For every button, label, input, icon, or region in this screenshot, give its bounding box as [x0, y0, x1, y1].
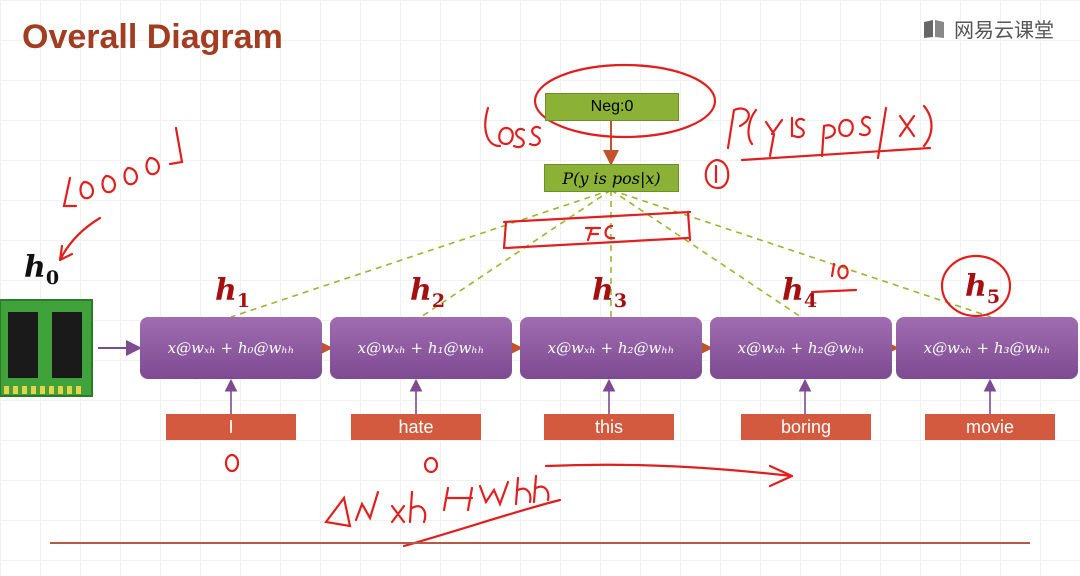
- brand-name: 网易云课堂: [954, 18, 1054, 42]
- h2-base: h: [410, 273, 432, 308]
- page-title: Overall Diagram: [22, 18, 283, 56]
- fc-lines: [230, 189, 992, 318]
- h2-sub: 2: [431, 290, 446, 312]
- word-input-2: hate: [351, 414, 481, 440]
- h0-sub: 0: [45, 267, 60, 289]
- rnn-cell-5: x@wₓₕ + h₃@wₕₕ: [896, 317, 1078, 379]
- h1-sub: 1: [236, 290, 251, 312]
- rnn-cell-2: x@wₓₕ + h₁@wₕₕ: [330, 317, 512, 379]
- brand-logo: 网易云课堂: [922, 14, 1054, 43]
- handwritten-annotations: [58, 63, 1012, 548]
- bottom-divider: [50, 542, 1030, 544]
- word-input-3: this: [544, 414, 674, 440]
- h3-label: h3: [592, 273, 627, 312]
- memory-chip-icon: [0, 299, 93, 397]
- h1-base: h: [215, 273, 237, 308]
- rnn-cell-4: x@wₓₕ + h₂@wₕₕ: [710, 317, 892, 379]
- word-input-4: boring: [741, 414, 871, 440]
- rnn-cell-3: x@wₓₕ + h₂@wₕₕ: [520, 317, 702, 379]
- word-input-1: I: [166, 414, 296, 440]
- word-input-5: movie: [925, 414, 1055, 440]
- h3-sub: 3: [613, 290, 628, 312]
- h0-label: h0: [24, 250, 59, 289]
- h2-label: h2: [410, 273, 445, 312]
- book-icon: [924, 19, 944, 38]
- input-arrows: [224, 378, 997, 414]
- h5-sub: 5: [986, 286, 1001, 308]
- h5-label: h5: [965, 269, 1000, 308]
- rnn-cell-1: x@wₓₕ + h₀@wₕₕ: [140, 317, 322, 379]
- h4-label: h4: [782, 273, 817, 312]
- h4-base: h: [782, 273, 804, 308]
- output-node: Neg:0: [545, 93, 679, 121]
- h4-sub: 4: [803, 290, 818, 312]
- h3-base: h: [592, 273, 614, 308]
- h5-base: h: [965, 269, 987, 304]
- h1-label: h1: [215, 273, 250, 312]
- h0-base: h: [24, 250, 46, 285]
- probability-node: P(y is pos|x): [544, 164, 679, 192]
